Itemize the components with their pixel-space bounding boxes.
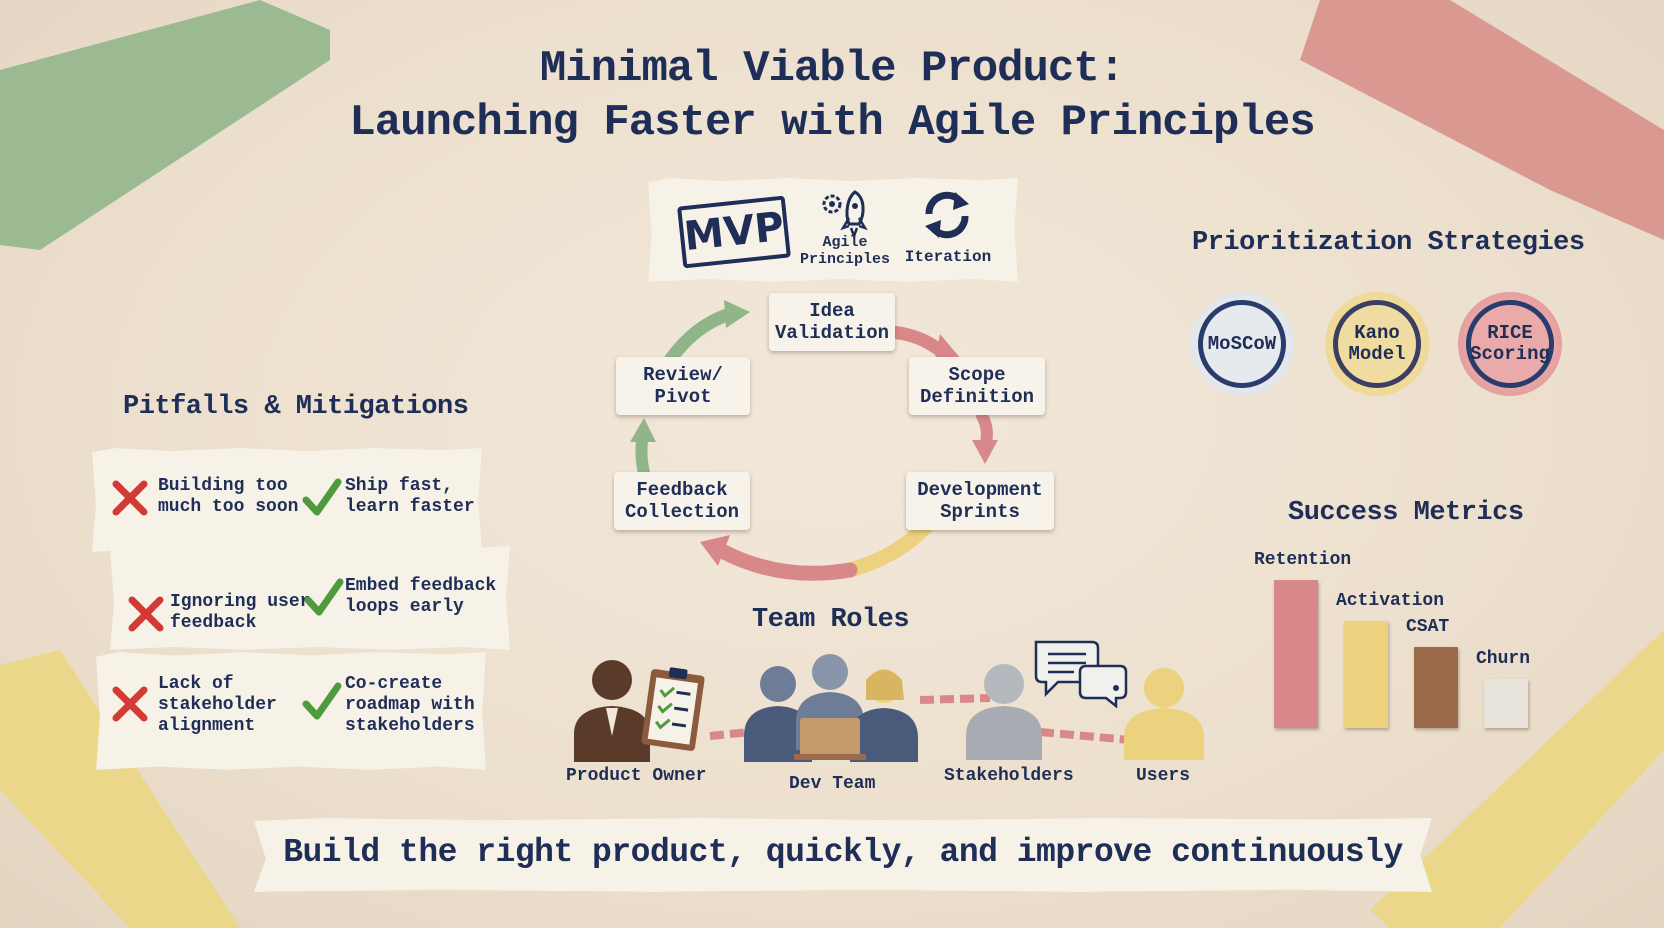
pitfall-text-2: Ignoring user feedback bbox=[170, 592, 311, 633]
cycle-step-scope-definition: Scope Definition bbox=[909, 357, 1045, 415]
role-product-owner: Product Owner bbox=[566, 766, 707, 786]
stamp-rice-scoring: RICE Scoring bbox=[1458, 292, 1562, 396]
role-dev-team: Dev Team bbox=[789, 774, 876, 794]
title-line-2: Launching Faster with Agile Principles bbox=[349, 98, 1315, 148]
iteration-icon bbox=[925, 191, 969, 239]
stamp-moscow: MoSCoW bbox=[1190, 292, 1294, 396]
metric-bar-retention bbox=[1274, 580, 1318, 728]
pitfalls-heading: Pitfalls & Mitigations bbox=[123, 392, 469, 422]
metric-bar-activation bbox=[1344, 621, 1388, 728]
cross-icon bbox=[112, 480, 148, 516]
role-users: Users bbox=[1136, 766, 1191, 786]
banner-text: Build the right product, quickly, and im… bbox=[283, 834, 1403, 871]
team-connectors bbox=[709, 694, 1130, 744]
chat-bubbles-icon bbox=[1034, 640, 1128, 708]
pitfall-text-1: Building too much too soon bbox=[158, 476, 299, 517]
stamp-ring bbox=[1198, 300, 1286, 388]
green-tape bbox=[0, 0, 330, 250]
agile-principles-label: Agile Principles bbox=[799, 234, 890, 268]
mitigation-text-2: Embed feedback loops early bbox=[345, 576, 497, 617]
bottom-banner bbox=[254, 818, 1432, 892]
dev-team-icon bbox=[744, 654, 918, 762]
pitfall-card-1 bbox=[92, 448, 482, 552]
mvp-badge-text: MVP bbox=[681, 203, 787, 261]
stamp-rice-scoring-text: RICE Scoring bbox=[1470, 322, 1550, 365]
users-icon bbox=[1124, 668, 1204, 760]
stamp-ring bbox=[1466, 300, 1554, 388]
cycle-step-development-sprints: Development Sprints bbox=[906, 472, 1054, 530]
metric-label-retention: Retention bbox=[1254, 550, 1352, 570]
cross-icon bbox=[112, 686, 148, 722]
stamp-moscow-text: MoSCoW bbox=[1207, 332, 1277, 355]
cycle-step-feedback-collection: Feedback Collection bbox=[614, 472, 750, 530]
cycle-step-review-pivot: Review/ Pivot bbox=[616, 357, 750, 415]
cycle-step-idea-validation: Idea Validation bbox=[769, 293, 895, 351]
iteration-label: Iteration bbox=[904, 248, 992, 266]
cross-icon bbox=[128, 596, 164, 632]
role-stakeholders: Stakeholders bbox=[944, 766, 1074, 786]
team-roles-heading: Team Roles bbox=[752, 605, 910, 635]
metric-label-churn: Churn bbox=[1476, 649, 1531, 669]
metric-label-activation: Activation bbox=[1336, 591, 1445, 611]
stamp-kano-model: Kano Model bbox=[1325, 292, 1429, 396]
metric-bar-churn bbox=[1484, 679, 1528, 728]
metric-bar-csat bbox=[1414, 647, 1458, 728]
product-owner-icon bbox=[574, 660, 705, 762]
check-icon bbox=[302, 682, 342, 720]
mvp-badge: MVP bbox=[677, 195, 791, 269]
stamp-ring bbox=[1333, 300, 1421, 388]
yellow-tape-left bbox=[0, 650, 240, 928]
yellow-tape-right bbox=[1370, 630, 1664, 928]
title-line-1: Minimal Viable Product: bbox=[539, 44, 1125, 94]
rocket-icon bbox=[822, 190, 868, 238]
check-icon bbox=[304, 578, 344, 616]
stamp-kano-model-text: Kano Model bbox=[1348, 322, 1406, 365]
success-metrics-heading: Success Metrics bbox=[1288, 498, 1524, 528]
red-tape bbox=[1300, 0, 1664, 240]
metric-label-csat: CSAT bbox=[1406, 617, 1450, 637]
pitfall-text-3: Lack of stakeholder alignment bbox=[158, 674, 277, 736]
mitigation-text-3: Co-create roadmap with stakeholders bbox=[345, 674, 475, 736]
mitigation-text-1: Ship fast, learn faster bbox=[345, 476, 475, 517]
pitfall-card-3 bbox=[96, 652, 486, 770]
stakeholders-icon bbox=[966, 664, 1042, 760]
check-icon bbox=[302, 478, 342, 516]
prioritization-heading: Prioritization Strategies bbox=[1192, 228, 1585, 258]
